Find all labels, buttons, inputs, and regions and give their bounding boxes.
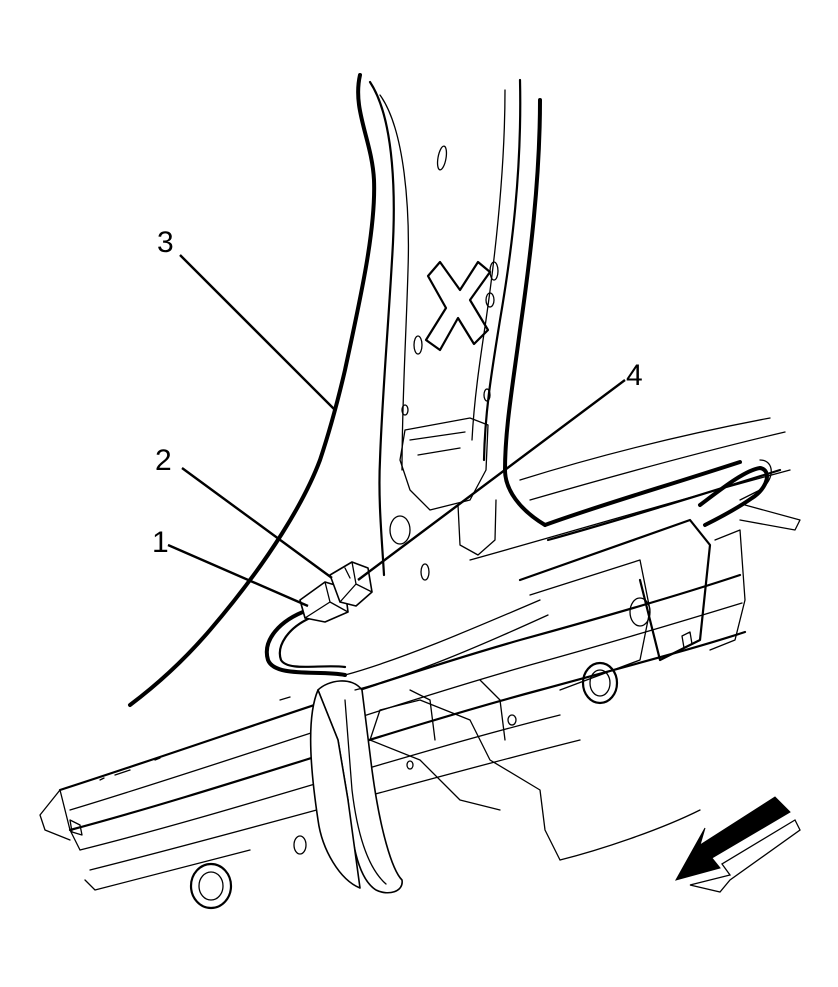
floor-grommet — [581, 661, 619, 705]
body-pillar — [128, 73, 547, 707]
pillar-right-inner-2 — [471, 89, 506, 441]
pillar-round-hole — [389, 515, 411, 545]
floor-pan-edge — [559, 809, 701, 861]
callout-4: 4 — [626, 359, 643, 392]
harness-right-loop — [698, 466, 769, 527]
rail-line — [519, 417, 771, 481]
leader-1 — [167, 543, 309, 608]
pillar-slot — [436, 145, 448, 171]
harness-conduit-inner — [344, 699, 387, 885]
floor-hole — [406, 760, 414, 770]
wire-harness — [264, 466, 769, 894]
view-direction-arrow-icon — [674, 796, 801, 893]
trim-tab — [681, 631, 693, 649]
sill-left-tab — [69, 819, 83, 836]
pillar-hole — [420, 563, 430, 581]
pillar-bracket — [399, 417, 489, 511]
leader-3 — [179, 254, 336, 411]
callout-2: 2 — [155, 444, 172, 477]
pillar-inner-left-2 — [379, 94, 410, 471]
harness-rail-wire — [354, 614, 549, 691]
floor-pan — [369, 699, 561, 861]
harness-conduit-band — [317, 680, 403, 894]
floor-hole — [293, 835, 307, 855]
trim-oval — [629, 597, 651, 627]
sill-tube-bottom — [68, 630, 747, 832]
harness-wire-inner — [278, 616, 347, 669]
leader-lines — [167, 254, 626, 608]
callout-labels: 1 2 3 4 — [152, 226, 643, 559]
pillar-slot — [485, 292, 495, 308]
callout-1: 1 — [152, 526, 169, 559]
leader-4 — [357, 379, 626, 581]
floor-hole — [507, 714, 517, 726]
floor-grommet-inner — [198, 871, 224, 901]
trim-panel-detail — [709, 529, 746, 651]
floor-pan-rib — [409, 679, 506, 741]
callout-3: 3 — [157, 226, 174, 259]
harness-connector — [299, 561, 373, 623]
rail-line — [469, 469, 791, 561]
harness-conduit-sleeve — [309, 689, 361, 889]
sill-tube-top — [58, 573, 742, 792]
pillar-x-brace — [424, 260, 492, 352]
pillar-bracket-detail — [409, 431, 497, 556]
pillar-slot — [489, 261, 499, 281]
pillar-hole — [483, 388, 491, 402]
sill-line — [84, 849, 251, 891]
harness-wire — [264, 608, 347, 677]
trim-panel-detail — [529, 559, 651, 691]
pillar-right-inner — [482, 78, 522, 462]
rail-flange-right — [739, 504, 801, 531]
harness-rail-wire — [344, 599, 541, 676]
rail-top-edge — [543, 460, 742, 527]
sill-left-end — [39, 789, 81, 851]
pillar-hole — [401, 404, 409, 416]
floor-grommet-inner — [589, 669, 611, 697]
leader-2 — [181, 467, 333, 579]
rail-line — [529, 431, 786, 501]
pillar-right-edge — [503, 98, 547, 527]
rail-top-inner — [546, 468, 782, 542]
sill-line — [69, 602, 743, 811]
pillar-slot — [413, 335, 423, 355]
pillar-outer-edge — [128, 73, 377, 707]
floor-sill — [39, 518, 747, 910]
trim-panel — [518, 518, 712, 662]
connector-mount-detail — [339, 561, 373, 603]
pillar-inner-left — [368, 80, 395, 577]
upper-rail — [469, 417, 801, 561]
sill-marks — [99, 696, 291, 781]
floor-grommet — [189, 862, 233, 910]
